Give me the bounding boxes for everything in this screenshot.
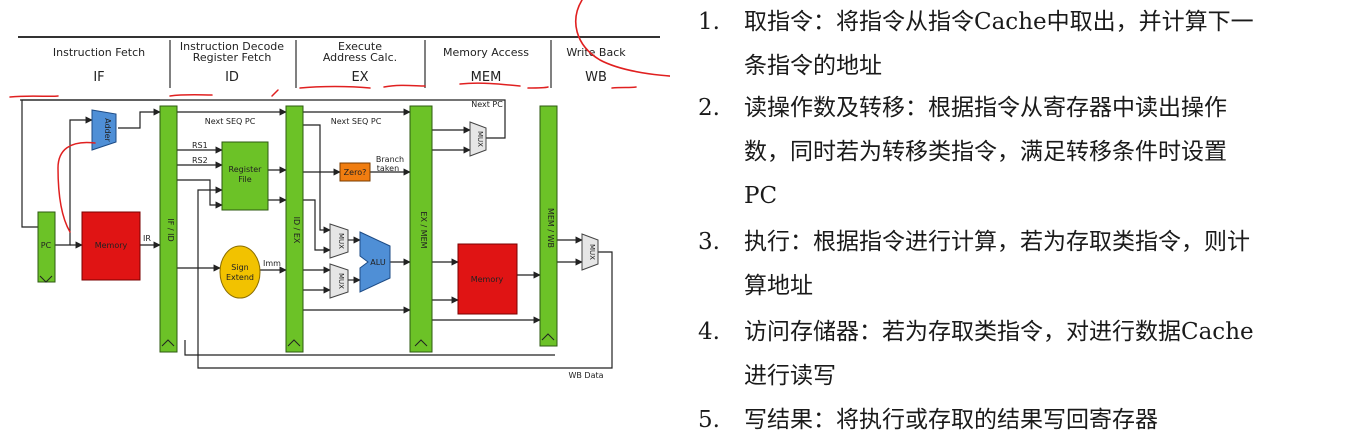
stage-wb: Write Back WB: [566, 46, 626, 85]
ir-label: IR: [143, 234, 151, 243]
next-seq-pc-label: Next SEQ PC: [331, 117, 382, 126]
red-annotation-arc: [574, 0, 670, 77]
step-line: 读操作数及转移：根据指令从寄存器中读出操作: [744, 95, 1227, 121]
step-line: 数，同时若为转移类指令，满足转移条件时设置: [744, 139, 1227, 165]
branch-taken-label: taken: [377, 164, 399, 173]
step-line: 条指令的地址: [744, 53, 882, 79]
id-ex-register: [285, 105, 304, 353]
stage-mem: Memory Access MEM: [443, 46, 529, 85]
step-text: 读操作数及转移：根据指令从寄存器中读出操作 数，同时若为转移类指令，满足转移条件…: [744, 86, 1354, 218]
wb-data-label: WB Data: [568, 371, 603, 380]
alu-mux-top: [329, 223, 349, 259]
sign-extend-label: Extend: [226, 273, 254, 282]
imm-label: Imm: [263, 259, 281, 268]
mux-label: MUX: [476, 131, 484, 147]
step-number: 3.: [698, 229, 720, 255]
red-annotation-marks: [9, 82, 637, 233]
if-id-label: IF / ID: [166, 218, 175, 241]
datapath-wires: [20, 99, 613, 369]
if-id-register: [159, 105, 178, 353]
wb-mux: [581, 233, 599, 271]
stage-title-line: Instruction Decode: [180, 40, 284, 53]
id-ex-label: ID / EX: [292, 217, 301, 244]
next-pc-label: Next PC: [471, 100, 503, 109]
mux-label: MUX: [588, 244, 596, 260]
stage-abbr: IF: [93, 70, 104, 85]
stage-separators: [169, 40, 552, 88]
step-line: 访问存储器：若为存取类指令，对进行数据Cache: [744, 319, 1254, 345]
sign-extend-label: Sign: [231, 263, 248, 272]
instruction-memory-label: Memory: [95, 241, 128, 250]
register-file-label: Register: [229, 165, 263, 174]
adder-label: Adder: [103, 118, 112, 142]
sign-extend: [219, 245, 261, 299]
mem-wb-register: [539, 105, 558, 347]
stage-id: Instruction Decode Register Fetch ID: [180, 40, 284, 85]
step-text: 取指令：将指令从指令Cache中取出，并计算下一 条指令的地址: [744, 0, 1354, 88]
step-line: 进行读写: [744, 363, 836, 389]
zero-test-label: Zero?: [344, 168, 367, 177]
step-line: 执行：根据指令进行计算，若为存取类指令，则计: [744, 229, 1250, 255]
step-line: 取指令：将指令从指令Cache中取出，并计算下一: [744, 9, 1254, 35]
data-memory: [457, 243, 518, 315]
stage-abbr: EX: [351, 70, 368, 85]
stage-abbr: MEM: [471, 70, 502, 85]
stage-ex: Execute Address Calc. EX: [323, 40, 397, 85]
alu-mux-bottom: [329, 263, 349, 299]
stage-abbr: WB: [585, 70, 607, 85]
step-line: 算地址: [744, 273, 813, 299]
pipeline-diagram: Instruction Fetch IF Instruction Decode …: [9, 0, 670, 380]
zero-test: [339, 162, 371, 182]
stage-title-line: Address Calc.: [323, 51, 397, 64]
stage-title-line: Execute: [338, 40, 382, 53]
mux-label: MUX: [337, 273, 345, 289]
ex-mem-label: EX / MEM: [419, 211, 428, 248]
alu: [359, 231, 391, 293]
alu-label: ALU: [370, 258, 386, 267]
step-number: 1.: [698, 9, 720, 35]
step-line: 写结果：将执行或存取的结果写回寄存器: [744, 407, 1158, 433]
pipeline-steps-list: 1. 取指令：将指令从指令Cache中取出，并计算下一 条指令的地址 2. 读操…: [694, 0, 1359, 438]
branch-taken-label: Branch: [376, 155, 404, 164]
data-memory-label: Memory: [471, 275, 504, 284]
stage-title-line: Memory Access: [443, 46, 529, 59]
instruction-memory: [81, 211, 141, 281]
rs1-label: RS1: [192, 141, 208, 150]
stage-title-line: Instruction Fetch: [53, 46, 145, 59]
mux-label: MUX: [337, 233, 345, 249]
step-number: 4.: [698, 319, 720, 345]
rs2-label: RS2: [192, 156, 208, 165]
ex-mem-register: [409, 105, 433, 353]
stage-title-line: Register Fetch: [193, 51, 272, 64]
step-number: 2.: [698, 95, 720, 121]
stage-title-line: Write Back: [566, 46, 626, 59]
stage-abbr: ID: [225, 70, 239, 85]
step-number: 5.: [698, 407, 720, 433]
next-seq-pc-label: Next SEQ PC: [205, 117, 256, 126]
next-pc-mux: [469, 121, 487, 157]
step-line: PC: [744, 183, 778, 209]
step-text: 访问存储器：若为存取类指令，对进行数据Cache 进行读写: [744, 310, 1354, 398]
step-text: 执行：根据指令进行计算，若为存取类指令，则计 算地址: [744, 220, 1354, 308]
step-text: 写结果：将执行或存取的结果写回寄存器: [744, 398, 1354, 442]
mem-wb-label: MEM / WB: [546, 208, 555, 248]
pc-label: PC: [41, 241, 52, 250]
register-file-label: File: [238, 175, 251, 184]
register-file: [221, 141, 269, 211]
stage-if: Instruction Fetch IF: [53, 46, 145, 85]
adder: [91, 109, 117, 151]
